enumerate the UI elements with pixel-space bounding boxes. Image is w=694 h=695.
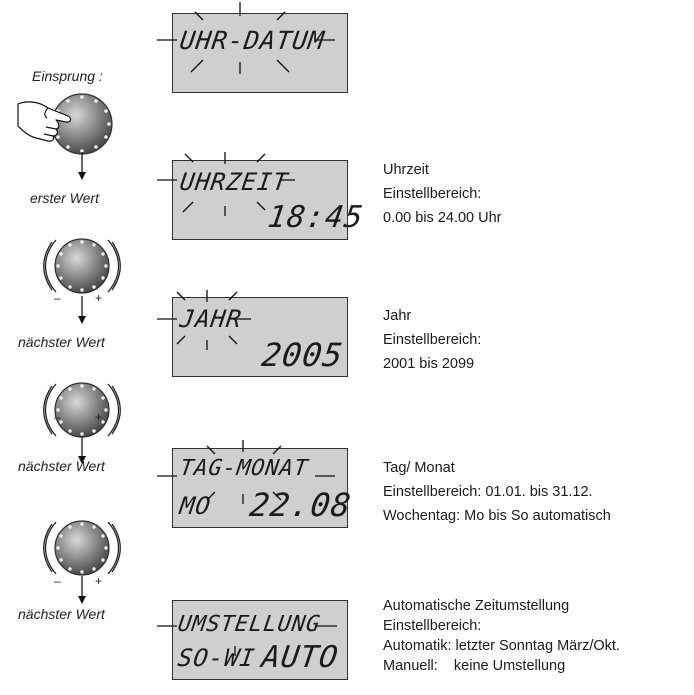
description-dst: Automatische Zeitumstellung Einstellbere… [383, 596, 620, 676]
description-time: Uhrzeit Einstellbereich: 0.00 bis 24.00 … [383, 158, 502, 230]
minus-sign: – [54, 291, 61, 305]
next-value-label-2: nächster Wert [18, 458, 105, 474]
desc-title: Uhrzeit [383, 162, 429, 178]
minus-sign: – [54, 410, 61, 424]
desc-line: Einstellbereich: [383, 186, 482, 202]
display-top-text: JAHR [178, 305, 244, 333]
display-top-text: UHRZEIT [178, 168, 291, 196]
first-value-label: erster Wert [30, 190, 99, 206]
desc-line: Manuell: keine Umstellung [383, 658, 566, 674]
display-weekday-text: MO [178, 492, 213, 520]
down-arrow-icon [78, 436, 86, 464]
rotary-knob-turn[interactable] [42, 372, 122, 452]
description-year: Jahr Einstellbereich: 2001 bis 2099 [383, 304, 481, 376]
plus-sign: + [95, 574, 103, 588]
desc-line: 0.00 bis 24.00 Uhr [383, 210, 502, 226]
desc-line: Wochentag: Mo bis So automatisch [383, 508, 611, 524]
desc-title: Tag/ Monat [383, 460, 455, 476]
desc-title: Jahr [383, 308, 412, 324]
desc-line: Automatik: letzter Sonntag März/Okt. [383, 638, 620, 654]
display-value-text: 18:45 [265, 200, 366, 235]
display-value-text: 22.08 [247, 486, 354, 524]
display-top-text: UHR-DATUM [177, 26, 327, 55]
blink-rays-icon [157, 152, 295, 216]
desc-line: Einstellbereich: [383, 618, 482, 634]
entry-label: Einsprung : [32, 68, 103, 84]
lcd-display-year [172, 297, 348, 377]
display-value-text: AUTO [259, 640, 341, 675]
rotary-knob-pressed[interactable] [14, 82, 134, 172]
down-arrow-icon [78, 152, 86, 180]
next-value-label-1: nächster Wert [18, 334, 105, 350]
display-top-text: UMSTELLUNG [176, 612, 323, 637]
display-value-text: 2005 [259, 336, 346, 374]
lcd-display-clock-date [172, 13, 348, 93]
down-arrow-icon [78, 576, 86, 604]
down-arrow-icon [78, 296, 86, 324]
rotary-knob-turn[interactable] [42, 510, 122, 590]
lcd-display-day-month [172, 448, 348, 528]
blink-rays-icon [157, 2, 335, 74]
display-top-text: TAG-MONAT [178, 456, 310, 481]
blink-rays-icon [157, 625, 337, 656]
blink-rays-icon [157, 290, 251, 350]
blink-rays-icon [157, 440, 335, 504]
lcd-display-dst [172, 600, 348, 680]
desc-line: Einstellbereich: [383, 332, 482, 348]
desc-title: Automatische Zeitumstellung [383, 598, 570, 614]
description-day-month: Tag/ Monat Einstellbereich: 01.01. bis 3… [383, 456, 611, 528]
lcd-display-time [172, 160, 348, 240]
minus-sign: – [54, 574, 61, 588]
display-weekday-text: SO-WI [176, 644, 258, 672]
rotary-knob-turn[interactable] [42, 228, 122, 308]
desc-line: Einstellbereich: 01.01. bis 31.12. [383, 484, 593, 500]
next-value-label-3: nächster Wert [18, 606, 105, 622]
plus-sign: + [95, 291, 103, 305]
desc-line: 2001 bis 2099 [383, 356, 475, 372]
pressing-hand-icon [17, 101, 72, 142]
plus-sign: + [95, 410, 103, 424]
